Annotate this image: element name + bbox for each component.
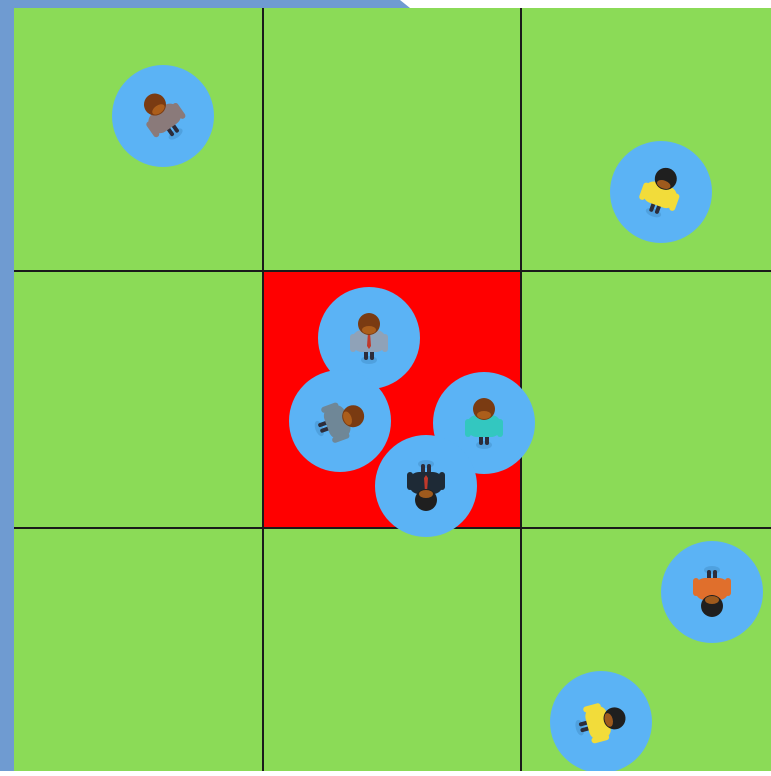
person-token[interactable] bbox=[661, 541, 763, 643]
grid-cell[interactable] bbox=[14, 528, 263, 771]
person-token[interactable] bbox=[289, 370, 391, 472]
window-frame-left bbox=[0, 0, 14, 771]
person-token[interactable] bbox=[112, 65, 214, 167]
grid-cell[interactable] bbox=[263, 528, 521, 771]
grid-cell[interactable] bbox=[521, 271, 771, 528]
person-token[interactable] bbox=[375, 435, 477, 537]
person-token[interactable] bbox=[610, 141, 712, 243]
grid-cell[interactable] bbox=[14, 271, 263, 528]
window-frame-top bbox=[0, 0, 410, 8]
person-token[interactable] bbox=[550, 671, 652, 771]
grid-cell[interactable] bbox=[263, 8, 521, 271]
